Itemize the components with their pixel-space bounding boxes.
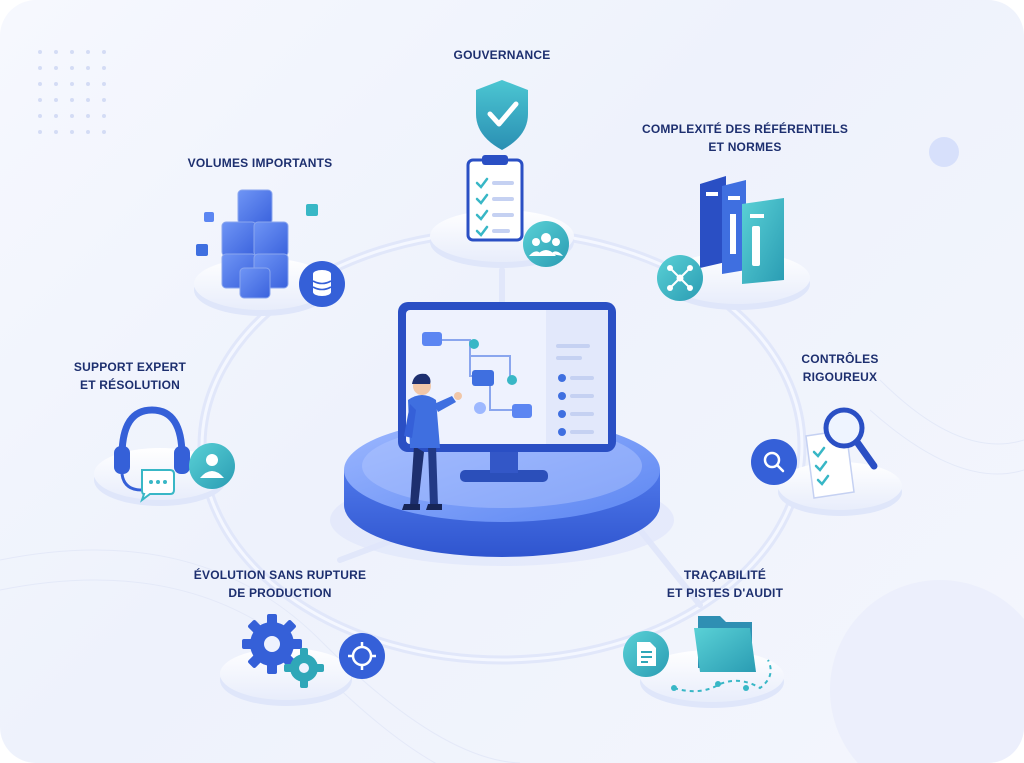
user-icon (189, 443, 235, 489)
node-tracabilite (623, 616, 784, 708)
node-evolution (220, 614, 385, 706)
node-controles (751, 407, 902, 516)
network-icon (657, 255, 703, 301)
label-evolution: ÉVOLUTION SANS RUPTURE DE PRODUCTION (193, 568, 367, 600)
database-icon (299, 261, 345, 307)
label-controles: CONTRÔLES RIGOUREUX (801, 352, 879, 384)
clipboard-icon (466, 155, 524, 242)
node-support (94, 406, 235, 506)
folder-icon (694, 616, 756, 672)
node-gouvernance (430, 80, 574, 268)
label-complexite: COMPLEXITÉ DES RÉFÉRENTIELS ET NORMES (641, 122, 849, 154)
headset-icon (114, 406, 190, 492)
path-trail (673, 659, 772, 693)
document-icon (623, 631, 669, 677)
shield-check-icon (476, 80, 528, 150)
node-volumes (194, 189, 345, 316)
label-volumes: VOLUMES IMPORTANTS (187, 156, 333, 170)
node-complexite (657, 176, 810, 310)
cubes-icon (221, 189, 289, 299)
label-gouvernance: GOUVERNANCE (453, 48, 551, 62)
monitor-icon (398, 302, 616, 482)
magnifier-icon (823, 407, 878, 470)
binders-icon (700, 176, 784, 284)
team-icon (523, 221, 569, 267)
gears-icon (242, 614, 324, 688)
chat-bubble-icon (140, 469, 175, 503)
label-support: SUPPORT EXPERT ET RÉSOLUTION (73, 360, 187, 392)
target-icon (339, 633, 385, 679)
search-icon (751, 439, 797, 485)
label-tracabilite: TRAÇABILITÉ ET PISTES D'AUDIT (666, 568, 784, 600)
background-decoration (0, 50, 1024, 763)
person-figure (402, 373, 462, 510)
